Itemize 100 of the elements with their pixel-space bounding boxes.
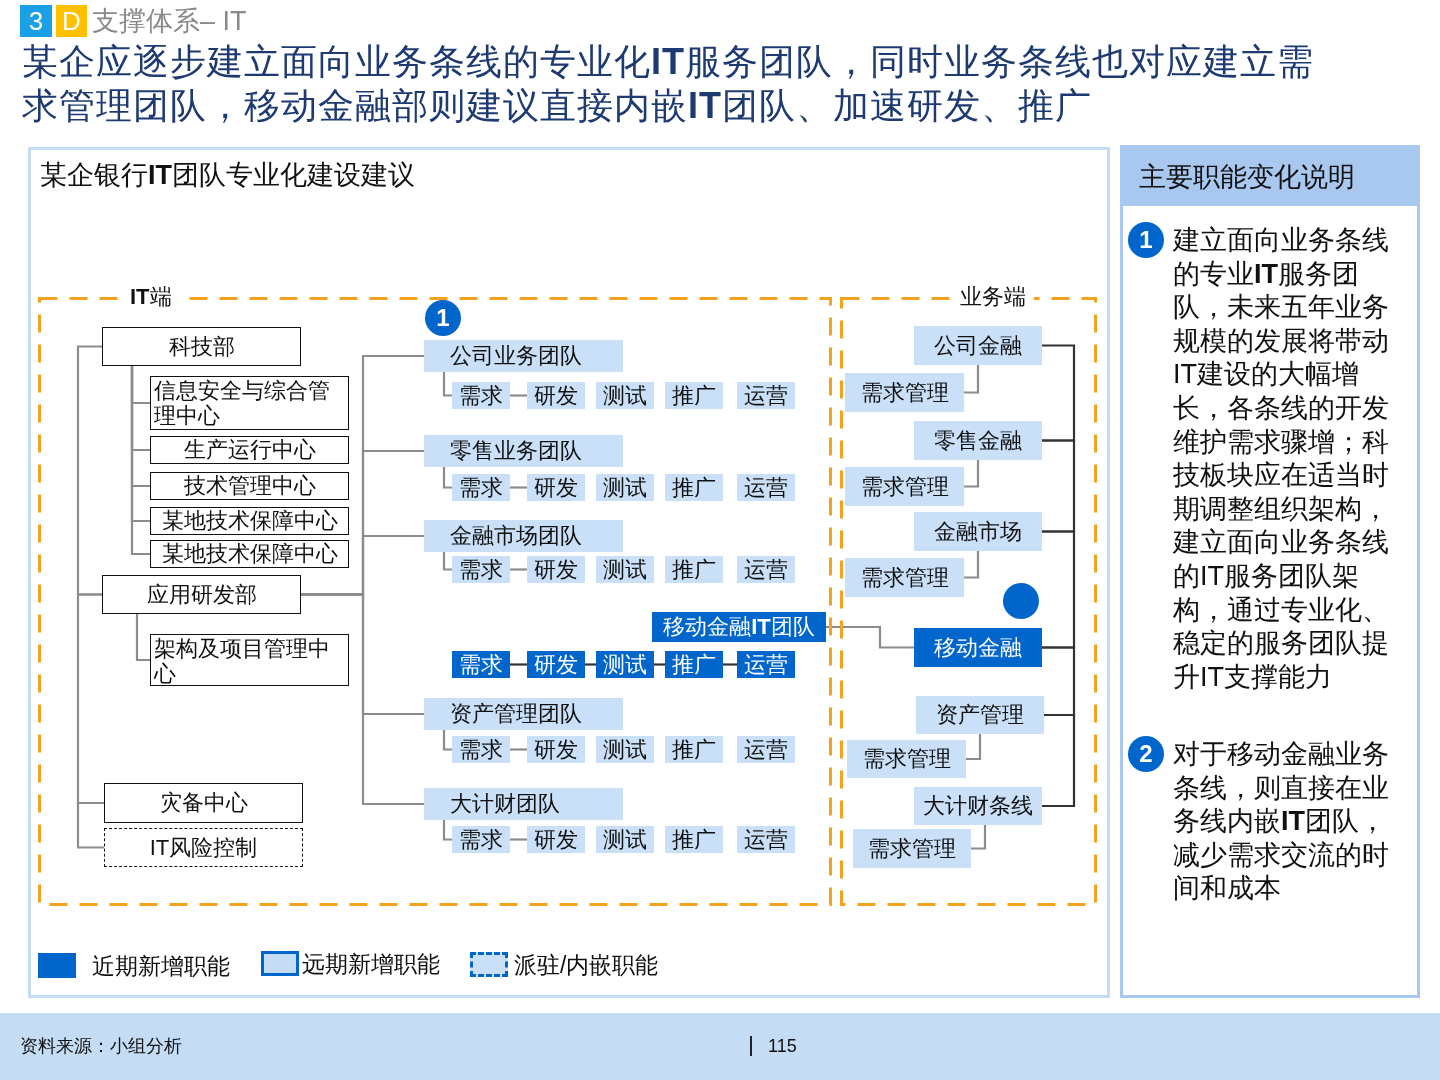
connector-line (510, 568, 527, 571)
connector-line (1042, 713, 1076, 808)
connector-line (442, 820, 452, 841)
step-box: 测试 (596, 556, 654, 583)
diagram-panel (28, 147, 1110, 998)
step-box: 推广 (665, 826, 723, 853)
connector-line (76, 801, 104, 849)
connector-line (510, 394, 527, 397)
step-box: 测试 (596, 382, 654, 409)
legend-label: 近期新增职能 (92, 952, 230, 980)
department-box: 应用研发部 (102, 575, 301, 614)
connector-line (442, 730, 452, 751)
connector-line (966, 734, 982, 761)
panel-title: 某企银行IT团队专业化建设建议 (40, 159, 415, 191)
step-box: 需求 (452, 736, 510, 763)
connector-line (964, 365, 980, 394)
step-box: 需求 (452, 651, 510, 678)
panel-heading: 主要职能变化说明 (1123, 148, 1417, 206)
connector-line (442, 467, 452, 489)
connector-line (510, 748, 527, 751)
step-box: 测试 (596, 736, 654, 763)
team-box: 公司业务团队 (424, 340, 623, 372)
marker-dot-icon (1003, 583, 1039, 619)
function-box: 需求管理 (845, 373, 964, 412)
center-box: 某地技术保障中心 (150, 540, 349, 568)
step-box: 研发 (527, 556, 585, 583)
step-box: 研发 (527, 826, 585, 853)
note-text: 建立面向业务条线的专业IT服务团队，未来五年业务规模的发展将带动IT建设的大幅增长，各条线的开发维护需求骤增；科技板块应在适当时期调整组织架构，建立面向业务条线的IT服务团队架构，通过专业化、稳定的服务团队提升IT支撑能力 (1173, 224, 1390, 694)
team-box: 资产管理团队 (424, 698, 623, 730)
step-box: 推广 (665, 651, 723, 678)
connector-line (76, 345, 102, 596)
team-box: 金融市场团队 (424, 520, 623, 552)
step-box: 测试 (596, 474, 654, 501)
connector-line (130, 366, 150, 556)
step-box: 运营 (737, 736, 795, 763)
page-number: 115 (768, 1035, 797, 1058)
connector-line (510, 486, 527, 489)
connector-line (964, 460, 980, 488)
step-box: 运营 (737, 382, 795, 409)
department-box: 灾备中心 (104, 783, 303, 823)
step-box: 运营 (737, 826, 795, 853)
connector-line (826, 625, 914, 649)
center-box: 信息安全与综合管理中心 (150, 376, 349, 430)
side-panel (1120, 145, 1420, 998)
step-box: 测试 (596, 826, 654, 853)
connector-line (1042, 530, 1076, 649)
step-box: 推广 (665, 474, 723, 501)
team-box: 零售业务团队 (424, 435, 623, 467)
connector-line (76, 593, 104, 805)
connector-line (1042, 646, 1076, 717)
connector-line (971, 825, 987, 850)
connector-line (442, 372, 452, 397)
slide-title: 某企应逐步建立面向业务条线的专业化IT服务团队，同时业务条线也对应建立需求管理团队，移动金融部则建议直接内嵌IT团队、加速研发、推广 (22, 40, 1315, 128)
number-marker: 1 (1128, 222, 1164, 258)
step-box: 需求 (452, 826, 510, 853)
department-box: 科技部 (102, 327, 301, 366)
step-box: 研发 (527, 651, 585, 678)
connector-line (1042, 439, 1076, 533)
step-box: 需求 (452, 382, 510, 409)
step-box: 推广 (665, 736, 723, 763)
connector-line (510, 838, 527, 841)
dashed-function-box: IT风险控制 (104, 828, 303, 867)
step-box: 运营 (737, 556, 795, 583)
number-marker: 2 (1128, 736, 1164, 772)
section-heading: 支撑体系– IT (92, 5, 247, 37)
center-box: 生产运行中心 (150, 436, 349, 464)
step-box: 研发 (527, 382, 585, 409)
connector-line (964, 551, 980, 579)
step-box: 需求 (452, 556, 510, 583)
step-box: 研发 (527, 736, 585, 763)
step-box: 测试 (596, 651, 654, 678)
connector-line (1042, 344, 1076, 442)
number-marker: 1 (425, 300, 461, 336)
center-box: 技术管理中心 (150, 472, 349, 500)
legend-label: 派驻/内嵌职能 (514, 951, 659, 979)
connector-line (442, 552, 452, 571)
connector-line (585, 663, 596, 666)
source-note: 资料来源：小组分析 (20, 1035, 182, 1058)
step-box: 研发 (527, 474, 585, 501)
connector-line (135, 614, 150, 662)
section-number: 3 (20, 5, 52, 37)
note-text: 对于移动金融业务条线，则直接在业务线内嵌IT团队，减少需求交流的时间和成本 (1173, 738, 1390, 906)
step-box: 推广 (665, 382, 723, 409)
center-box: 某地技术保障中心 (150, 507, 349, 535)
connector-line (510, 663, 527, 666)
function-box: 需求管理 (847, 740, 966, 778)
function-box: 需求管理 (853, 829, 971, 868)
function-box: 需求管理 (845, 467, 964, 506)
connector-line (723, 663, 737, 666)
step-box: 运营 (737, 474, 795, 501)
connector-line (654, 663, 665, 666)
step-box: 需求 (452, 474, 510, 501)
function-box: 需求管理 (845, 558, 964, 597)
legend-label: 远期新增职能 (302, 950, 440, 978)
team-box: 大计财团队 (424, 788, 623, 820)
section-letter: D (56, 5, 87, 37)
step-box: 运营 (737, 651, 795, 678)
center-box: 架构及项目管理中心 (150, 634, 349, 686)
step-box: 推广 (665, 556, 723, 583)
team-box: 移动金融IT团队 (652, 612, 826, 642)
